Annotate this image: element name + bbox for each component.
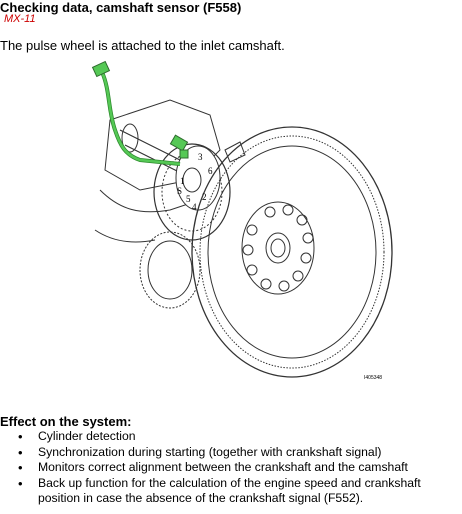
list-item: Synchronization during starting (togethe… <box>0 445 462 461</box>
effects-heading: Effect on the system: <box>0 414 132 429</box>
list-item: Back up function for the calculation of … <box>0 476 462 507</box>
mark-4: 4 <box>192 202 197 212</box>
model-code: MX-11 <box>4 13 36 25</box>
flywheel-teeth <box>199 135 385 369</box>
page-title: Checking data, camshaft sensor (F558) <box>0 0 242 15</box>
camshaft-end <box>121 123 139 153</box>
flywheel-bolt-ring <box>241 201 315 295</box>
camshaft-sensor <box>169 134 189 152</box>
effects-list: Cylinder detection Synchronization durin… <box>0 429 462 507</box>
flywheel-bolts <box>242 204 314 292</box>
intro-text: The pulse wheel is attached to the inlet… <box>0 38 285 53</box>
sensor-cable <box>91 60 189 166</box>
lower-gear <box>139 231 201 309</box>
flywheel-center-hole <box>265 232 291 264</box>
flywheel <box>191 126 393 378</box>
flywheel-face <box>207 145 377 359</box>
mark-s: S <box>177 186 182 196</box>
pulse-wheel-marks: 3 6 1 S 5 2 4 <box>177 152 213 212</box>
mark-3: 3 <box>198 152 203 162</box>
camshaft-sensor-illustration: 3 6 1 S 5 2 4 I405348 <box>91 60 393 381</box>
mark-6: 6 <box>208 166 213 176</box>
list-item: Monitors correct alignment between the c… <box>0 460 462 476</box>
mark-2: 2 <box>202 192 207 202</box>
figure-id: I405348 <box>364 375 382 381</box>
flange-hub <box>182 167 202 193</box>
sensor-connector <box>91 60 111 78</box>
mark-5: 5 <box>186 194 191 204</box>
list-item: Cylinder detection <box>0 429 462 445</box>
mark-1: 1 <box>180 176 185 186</box>
